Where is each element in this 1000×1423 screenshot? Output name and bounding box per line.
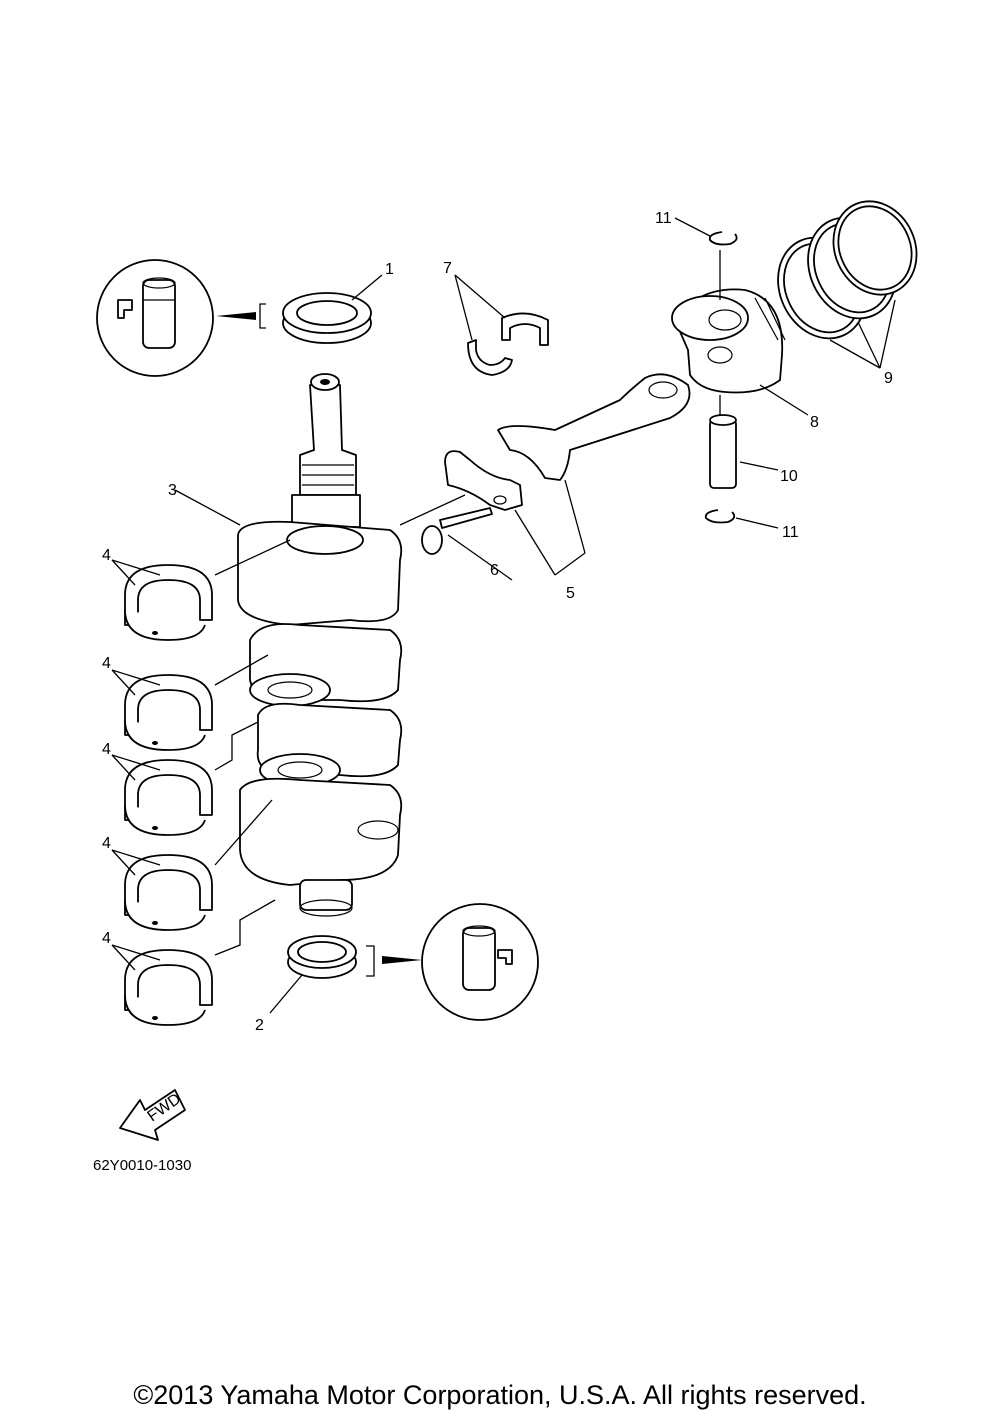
part-4-bearing-1	[124, 564, 213, 641]
part-7-rod-bearing	[454, 274, 549, 376]
callout-7: 7	[443, 260, 452, 277]
callout-9: 9	[884, 370, 893, 387]
callout-11a: 11	[655, 210, 672, 227]
part-8-piston	[671, 288, 809, 416]
detail-circle-seal-top	[96, 259, 266, 377]
callout-2: 2	[255, 1017, 264, 1034]
copyright-notice: ©2013 Yamaha Motor Corporation, U.S.A. A…	[133, 1380, 867, 1410]
fwd-arrow-icon: FWD	[119, 1089, 186, 1141]
part-4-bearing-4	[124, 854, 213, 931]
part-2-oil-seal	[269, 935, 357, 1014]
part-10-piston-pin	[709, 395, 779, 489]
callout-10: 10	[780, 468, 798, 485]
callout-4b: 4	[102, 655, 111, 672]
callout-4a: 4	[102, 547, 111, 564]
callout-5: 5	[566, 585, 575, 602]
part-11-circlip-bottom	[704, 509, 779, 529]
part-4-bearing-5	[124, 949, 213, 1026]
part-1-oil-seal	[282, 274, 383, 344]
part-3-crankshaft	[174, 373, 403, 917]
part-9-piston-rings	[777, 200, 918, 369]
callout-3: 3	[168, 482, 177, 499]
callout-6: 6	[490, 562, 499, 579]
part-4-bearing-3	[124, 759, 213, 836]
part-code: 62Y0010-1030	[93, 1157, 191, 1174]
part-6-rod-bolt	[421, 507, 513, 581]
part-5-connecting-rod	[399, 373, 691, 576]
callout-4d: 4	[102, 835, 111, 852]
callout-8: 8	[810, 414, 819, 431]
callout-4e: 4	[102, 930, 111, 947]
callout-1: 1	[385, 261, 394, 278]
callout-11b: 11	[782, 524, 799, 541]
detail-circle-seal-bottom	[366, 903, 539, 1021]
bearing-leaders	[111, 539, 291, 971]
callout-4c: 4	[102, 741, 111, 758]
part-11-circlip-top	[674, 217, 738, 300]
part-4-bearing-2	[124, 674, 213, 751]
